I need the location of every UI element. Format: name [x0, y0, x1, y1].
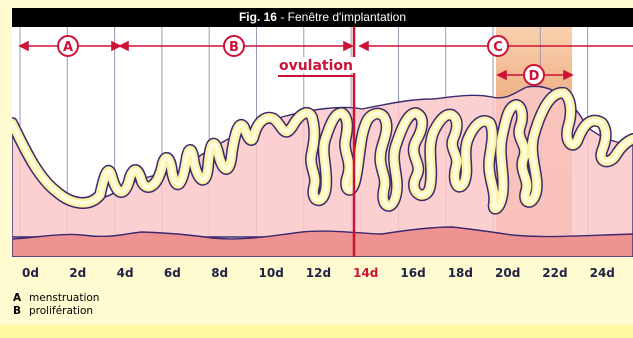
footer-strip — [0, 325, 633, 338]
phase-d-letter: D — [529, 69, 540, 84]
phase-b-label: B — [224, 36, 244, 56]
day-tick-label: 16d — [400, 266, 425, 280]
day-tick-label: 20d — [495, 266, 520, 280]
day-tick-label: 4d — [117, 266, 134, 280]
legend-key: B — [13, 305, 29, 318]
day-tick-label: 24d — [590, 266, 615, 280]
day-tick-label: 0d — [22, 266, 39, 280]
phase-c-label: C — [488, 36, 508, 56]
phase-b-letter: B — [229, 40, 239, 55]
day-tick-label: 10d — [259, 266, 284, 280]
ovulation-label: ovulation — [279, 58, 353, 74]
figure-title: Fig. 16 - Fenêtre d'implantation — [12, 8, 633, 27]
phase-a-letter: A — [63, 40, 73, 55]
day-tick-label: 22d — [542, 266, 567, 280]
day-tick-label: 18d — [448, 266, 473, 280]
phase-d-label: D — [524, 65, 544, 85]
phase-c-letter: C — [493, 40, 503, 55]
day-tick-label: 14d — [353, 266, 378, 280]
figure-number: Fig. 16 — [239, 10, 277, 24]
day-tick-label: 8d — [211, 266, 228, 280]
legend-text: prolifération — [29, 305, 93, 317]
day-tick-label: 6d — [164, 266, 181, 280]
legend-key: A — [13, 292, 29, 305]
day-tick-label: 2d — [69, 266, 86, 280]
endometrium-cycle-diagram: ovulation A B C D 0d 2d 4d 6d 8d 10d 12d 14d 16d… — [12, 27, 633, 285]
day-tick-label: 12d — [306, 266, 331, 280]
legend-text: menstruation — [29, 292, 99, 304]
phase-a-label: A — [58, 36, 78, 56]
figure-caption: - Fenêtre d'implantation — [277, 10, 406, 24]
